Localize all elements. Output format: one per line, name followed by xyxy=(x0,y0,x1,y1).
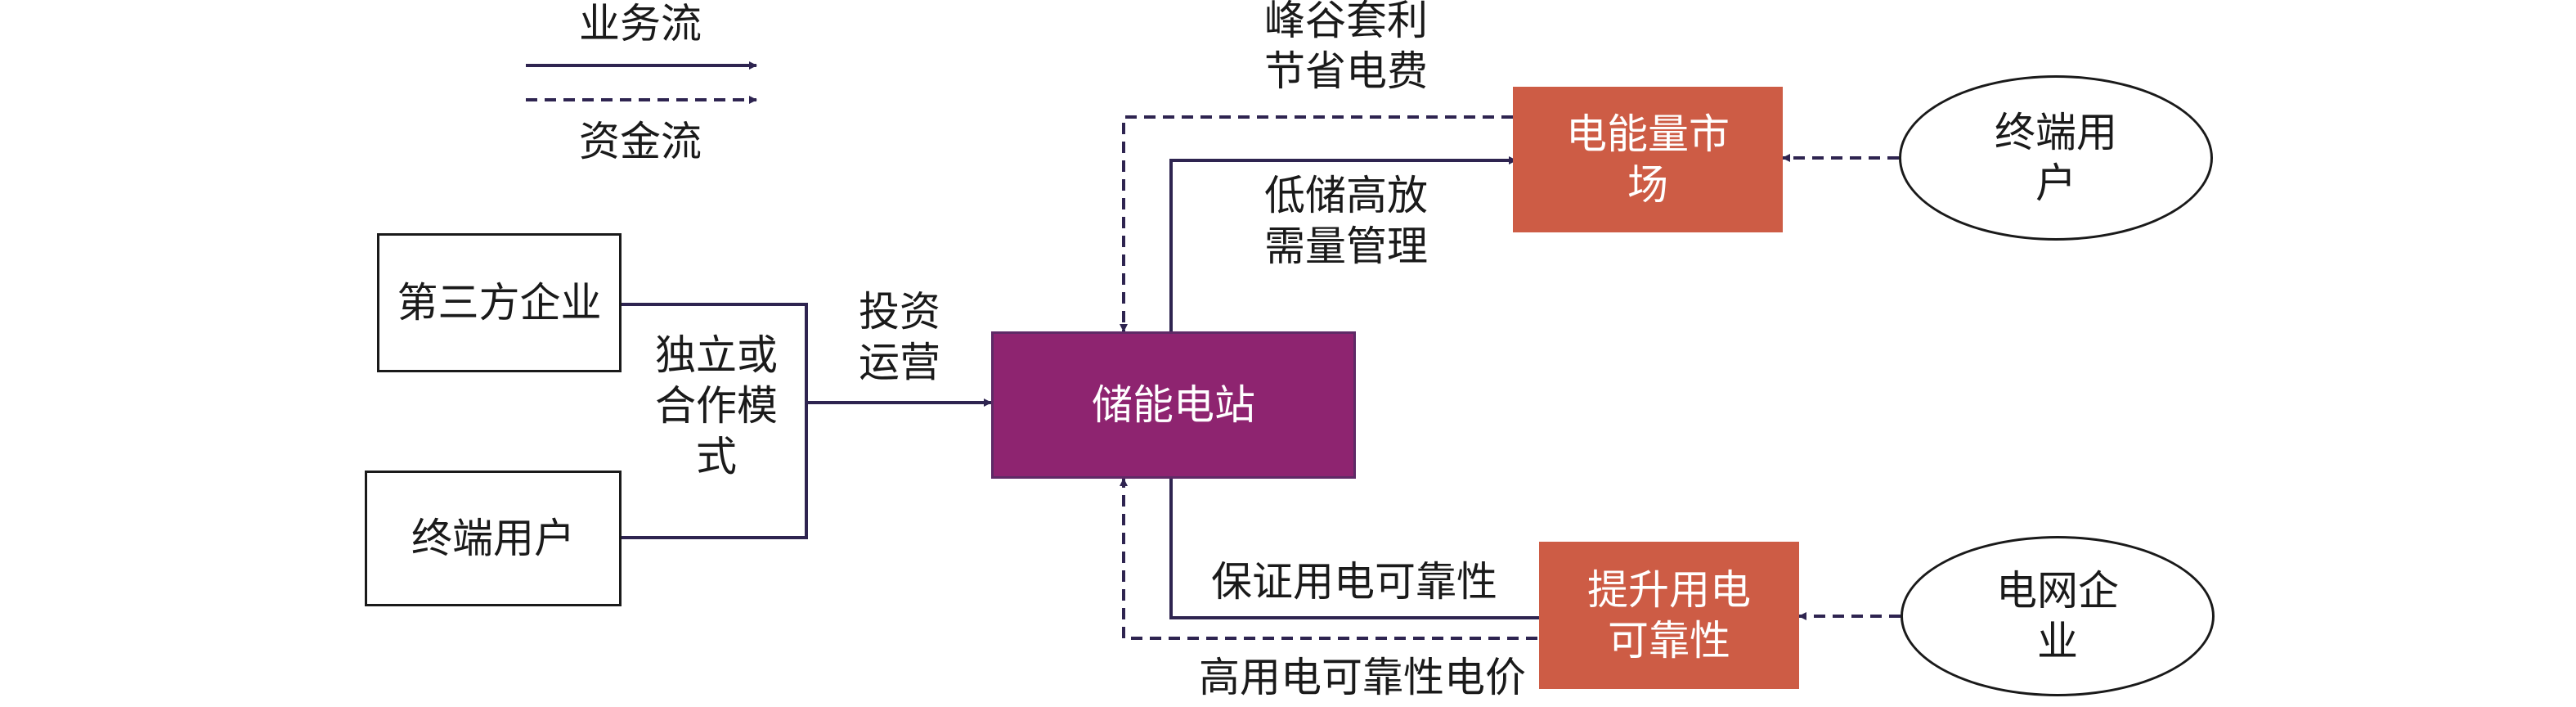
invest-label-line2: 运营 xyxy=(859,339,940,386)
mode-label-line3: 式 xyxy=(696,433,737,480)
mode-label-line2: 合作模 xyxy=(655,382,778,430)
end-user-right-line1: 终端用 xyxy=(1995,109,2117,156)
storage-station-label: 储能电站 xyxy=(1092,381,1255,429)
end-user-line xyxy=(622,403,808,539)
peak-valley-line2: 节省电费 xyxy=(1264,47,1428,95)
end-user-right-line2: 户 xyxy=(2035,160,2076,207)
low-store-line1: 低储高放 xyxy=(1264,172,1428,219)
low-store-label: 低储高放 需量管理 xyxy=(1240,170,1452,272)
grid-company-line2: 业 xyxy=(2037,618,2078,665)
grid-company-node: 电网企 业 xyxy=(1901,536,2215,696)
energy-market-line2: 场 xyxy=(1627,161,1668,209)
third-party-line xyxy=(622,303,808,403)
third-party-node: 第三方企业 xyxy=(377,233,622,372)
energy-market-line1: 电能量市 xyxy=(1566,110,1730,158)
energy-market-node: 电能量市 场 xyxy=(1513,87,1783,232)
low-store-line2: 需量管理 xyxy=(1264,223,1428,270)
station-to-market-arrow xyxy=(1169,156,1517,331)
third-party-label: 第三方企业 xyxy=(397,279,602,326)
reliability-node: 提升用电 可靠性 xyxy=(1539,542,1799,689)
storage-station-node: 储能电站 xyxy=(991,331,1356,479)
high-price-label: 高用电可靠性电价 xyxy=(1199,654,1526,701)
reliability-to-station-arrow xyxy=(1120,478,1537,640)
invest-label-line1: 投资 xyxy=(859,288,940,335)
legend-business-flow-label: 业务流 xyxy=(579,0,702,47)
invest-label: 投资 运营 xyxy=(826,286,973,388)
legend-capital-flow-label: 资金流 xyxy=(579,118,702,165)
guarantee-label: 保证用电可靠性 xyxy=(1211,558,1497,606)
end-user-left-label: 终端用户 xyxy=(411,515,575,562)
reliability-line1: 提升用电 xyxy=(1587,566,1751,614)
market-to-station-arrow xyxy=(1120,115,1513,332)
reliability-line2: 可靠性 xyxy=(1608,617,1730,664)
mode-label: 独立或 合作模 式 xyxy=(635,330,798,482)
station-to-reliability-arrow xyxy=(1169,477,1548,622)
mode-label-line1: 独立或 xyxy=(655,331,778,379)
end-user-right-node: 终端用 户 xyxy=(1899,75,2213,241)
end-user-left-node: 终端用户 xyxy=(365,471,622,606)
grid-company-line1: 电网企 xyxy=(1996,567,2119,615)
peak-valley-line1: 峰谷套利 xyxy=(1264,0,1428,44)
peak-valley-label: 峰谷套利 节省电费 xyxy=(1240,0,1452,97)
